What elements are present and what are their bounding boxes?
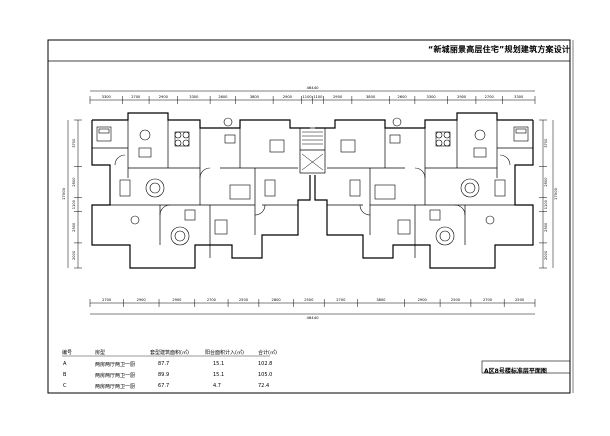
stair-core: [301, 131, 324, 171]
interior-partitions: [92, 120, 533, 258]
table-cell: 102.8: [258, 361, 273, 367]
table-cell: B: [63, 372, 67, 378]
table-cell: 72.4: [258, 383, 270, 389]
table-cell: 87.7: [158, 361, 170, 367]
bottom-dimension-label: 2800: [272, 298, 282, 302]
bottom-dimension-chain: [90, 302, 535, 315]
table-header-cell: 编号: [62, 350, 73, 356]
table-header-cell: 阳台面积计入(㎡): [205, 350, 244, 356]
bottom-dimension-label: 2500: [451, 298, 461, 302]
table-cell: 105.0: [258, 372, 273, 378]
table-cell: 67.7: [158, 383, 170, 389]
bottom-dimension-labels: 2700 2900 2900 2700 2500 2800 2500 2700 3800 2900…: [102, 298, 525, 320]
bottom-dimension-label: 2900: [172, 298, 182, 302]
furniture-right: [340, 117, 529, 246]
table-cell: 15.1: [213, 361, 225, 367]
top-dimension-ticks: [89, 96, 536, 104]
right-dimension-label: 3700: [544, 138, 548, 148]
top-dimension-label: 3300: [427, 95, 437, 99]
table-header-cell: 合计(㎡): [258, 350, 277, 356]
table-cell: 两房两厅两卫一厨: [95, 373, 136, 379]
furniture-left: [96, 117, 285, 246]
top-dimension-label: 1100: [313, 95, 323, 99]
right-dimension-label: 2500: [544, 222, 548, 232]
top-dimension-label: 1100: [303, 95, 313, 99]
top-dimension-label: 2900: [333, 95, 343, 99]
top-dimension-label: 2900: [283, 95, 293, 99]
bottom-dimension-label: 2500: [304, 298, 314, 302]
top-dimension-label: 3800: [250, 95, 260, 99]
bottom-dimension-label: 2900: [418, 298, 428, 302]
top-dimension-label: 2700: [485, 95, 495, 99]
sheet-title-box: [481, 360, 571, 374]
table-cell: 15.1: [213, 372, 225, 378]
side-dimension-chains: [67, 120, 554, 268]
left-dimension-label: 1100: [72, 199, 76, 209]
sheet-border: [47, 39, 571, 394]
bottom-dimension-label: 2700: [207, 298, 217, 302]
top-dimension-label: 2900: [159, 95, 169, 99]
bottom-dimension-label: 2500: [515, 298, 525, 302]
bottom-dimension-overall: 46440: [306, 315, 319, 320]
side-dimension-ticks: [74, 119, 547, 269]
top-dimension-label: 3300: [102, 95, 112, 99]
bottom-dimension-label: 2700: [336, 298, 346, 302]
right-dimension-overall: 17000: [553, 187, 558, 200]
table-cell: 两房两厅两卫一厨: [95, 362, 136, 368]
left-dimension-overall: 17000: [61, 187, 66, 200]
table-cell: C: [63, 383, 67, 389]
top-dimension-label: 3300: [514, 95, 524, 99]
table-cell: 两房两厅两卫一厨: [95, 384, 136, 390]
left-dimension-label: 3700: [72, 138, 76, 148]
table-header-cell: 套型建筑面积(㎡): [150, 350, 189, 356]
top-dimension-label: 3800: [366, 95, 376, 99]
top-dimension-label: 2700: [131, 95, 141, 99]
top-dimension-label: 3300: [189, 95, 199, 99]
right-dimension-label: 1100: [544, 199, 548, 209]
right-dimension-label: 2500: [544, 177, 548, 187]
top-dimension-label: 2900: [457, 95, 467, 99]
left-dimension-label: 2500: [72, 222, 76, 232]
building-walls: [91, 112, 534, 269]
right-dimension-label: 2000: [544, 250, 548, 260]
table-cell: 89.9: [158, 372, 170, 378]
top-dimension-label: 2600: [218, 95, 228, 99]
bottom-dimension-label: 2700: [102, 298, 112, 302]
side-dimension-labels: 3700 2500 1100 2500 2000 17000 3700 2500 1100 250…: [61, 138, 558, 260]
drawing-title: “新城丽景高层住宅”规划建筑方案设计: [428, 45, 571, 54]
bottom-dimension-label: 3800: [376, 298, 386, 302]
left-dimension-label: 2500: [72, 177, 76, 187]
bottom-dimension-ticks: [89, 299, 536, 307]
top-dimension-overall: 46440: [306, 85, 319, 90]
bottom-dimension-label: 2900: [137, 298, 147, 302]
bottom-dimension-label: 2700: [483, 298, 493, 302]
table-cell: A: [63, 361, 67, 367]
top-dimension-label: 2600: [398, 95, 408, 99]
sheet-title: A区8号楼标准层平面图: [484, 368, 547, 375]
table-cell: 4.7: [213, 383, 221, 389]
table-header-cell: 房型: [95, 350, 106, 356]
left-dimension-label: 2000: [72, 250, 76, 260]
bottom-dimension-label: 2500: [239, 298, 249, 302]
